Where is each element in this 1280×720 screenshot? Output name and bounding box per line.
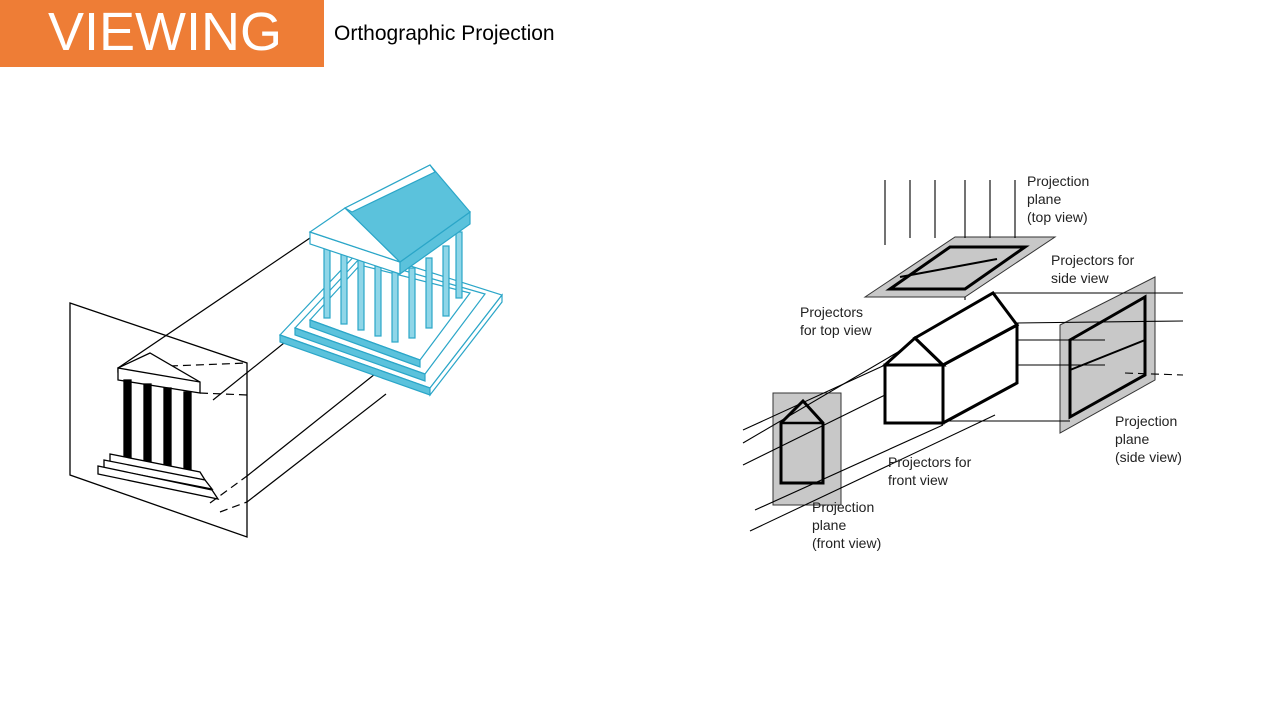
label-plane-front: Projection plane (front view): [812, 499, 881, 551]
label-projectors-front: Projectors for front view: [888, 454, 975, 488]
front-view-projectors: [742, 344, 996, 532]
temple-projection-plane: [69, 302, 248, 538]
top-view-projectors: [884, 180, 1016, 300]
label-plane-side: Projection plane (side view): [1115, 413, 1182, 465]
diagram-labels: Projection plane (top view) Projectors f…: [800, 173, 1182, 551]
page-title: VIEWING: [48, 2, 283, 62]
label-projectors-top: Projectors for top view: [800, 304, 872, 338]
temple-front-view: [97, 352, 220, 500]
page-subtitle: Orthographic Projection: [334, 22, 555, 45]
temple-3d-model: [278, 164, 504, 397]
label-plane-top: Projection plane (top view): [1027, 173, 1093, 225]
label-projectors-side: Projectors for side view: [1051, 252, 1138, 286]
house-projection-diagram: Projection plane (top view) Projectors f…: [725, 165, 1205, 565]
title-banner: VIEWING: [0, 0, 324, 67]
house-3d-model: [881, 291, 1020, 426]
temple-projection-illustration: [69, 164, 504, 538]
